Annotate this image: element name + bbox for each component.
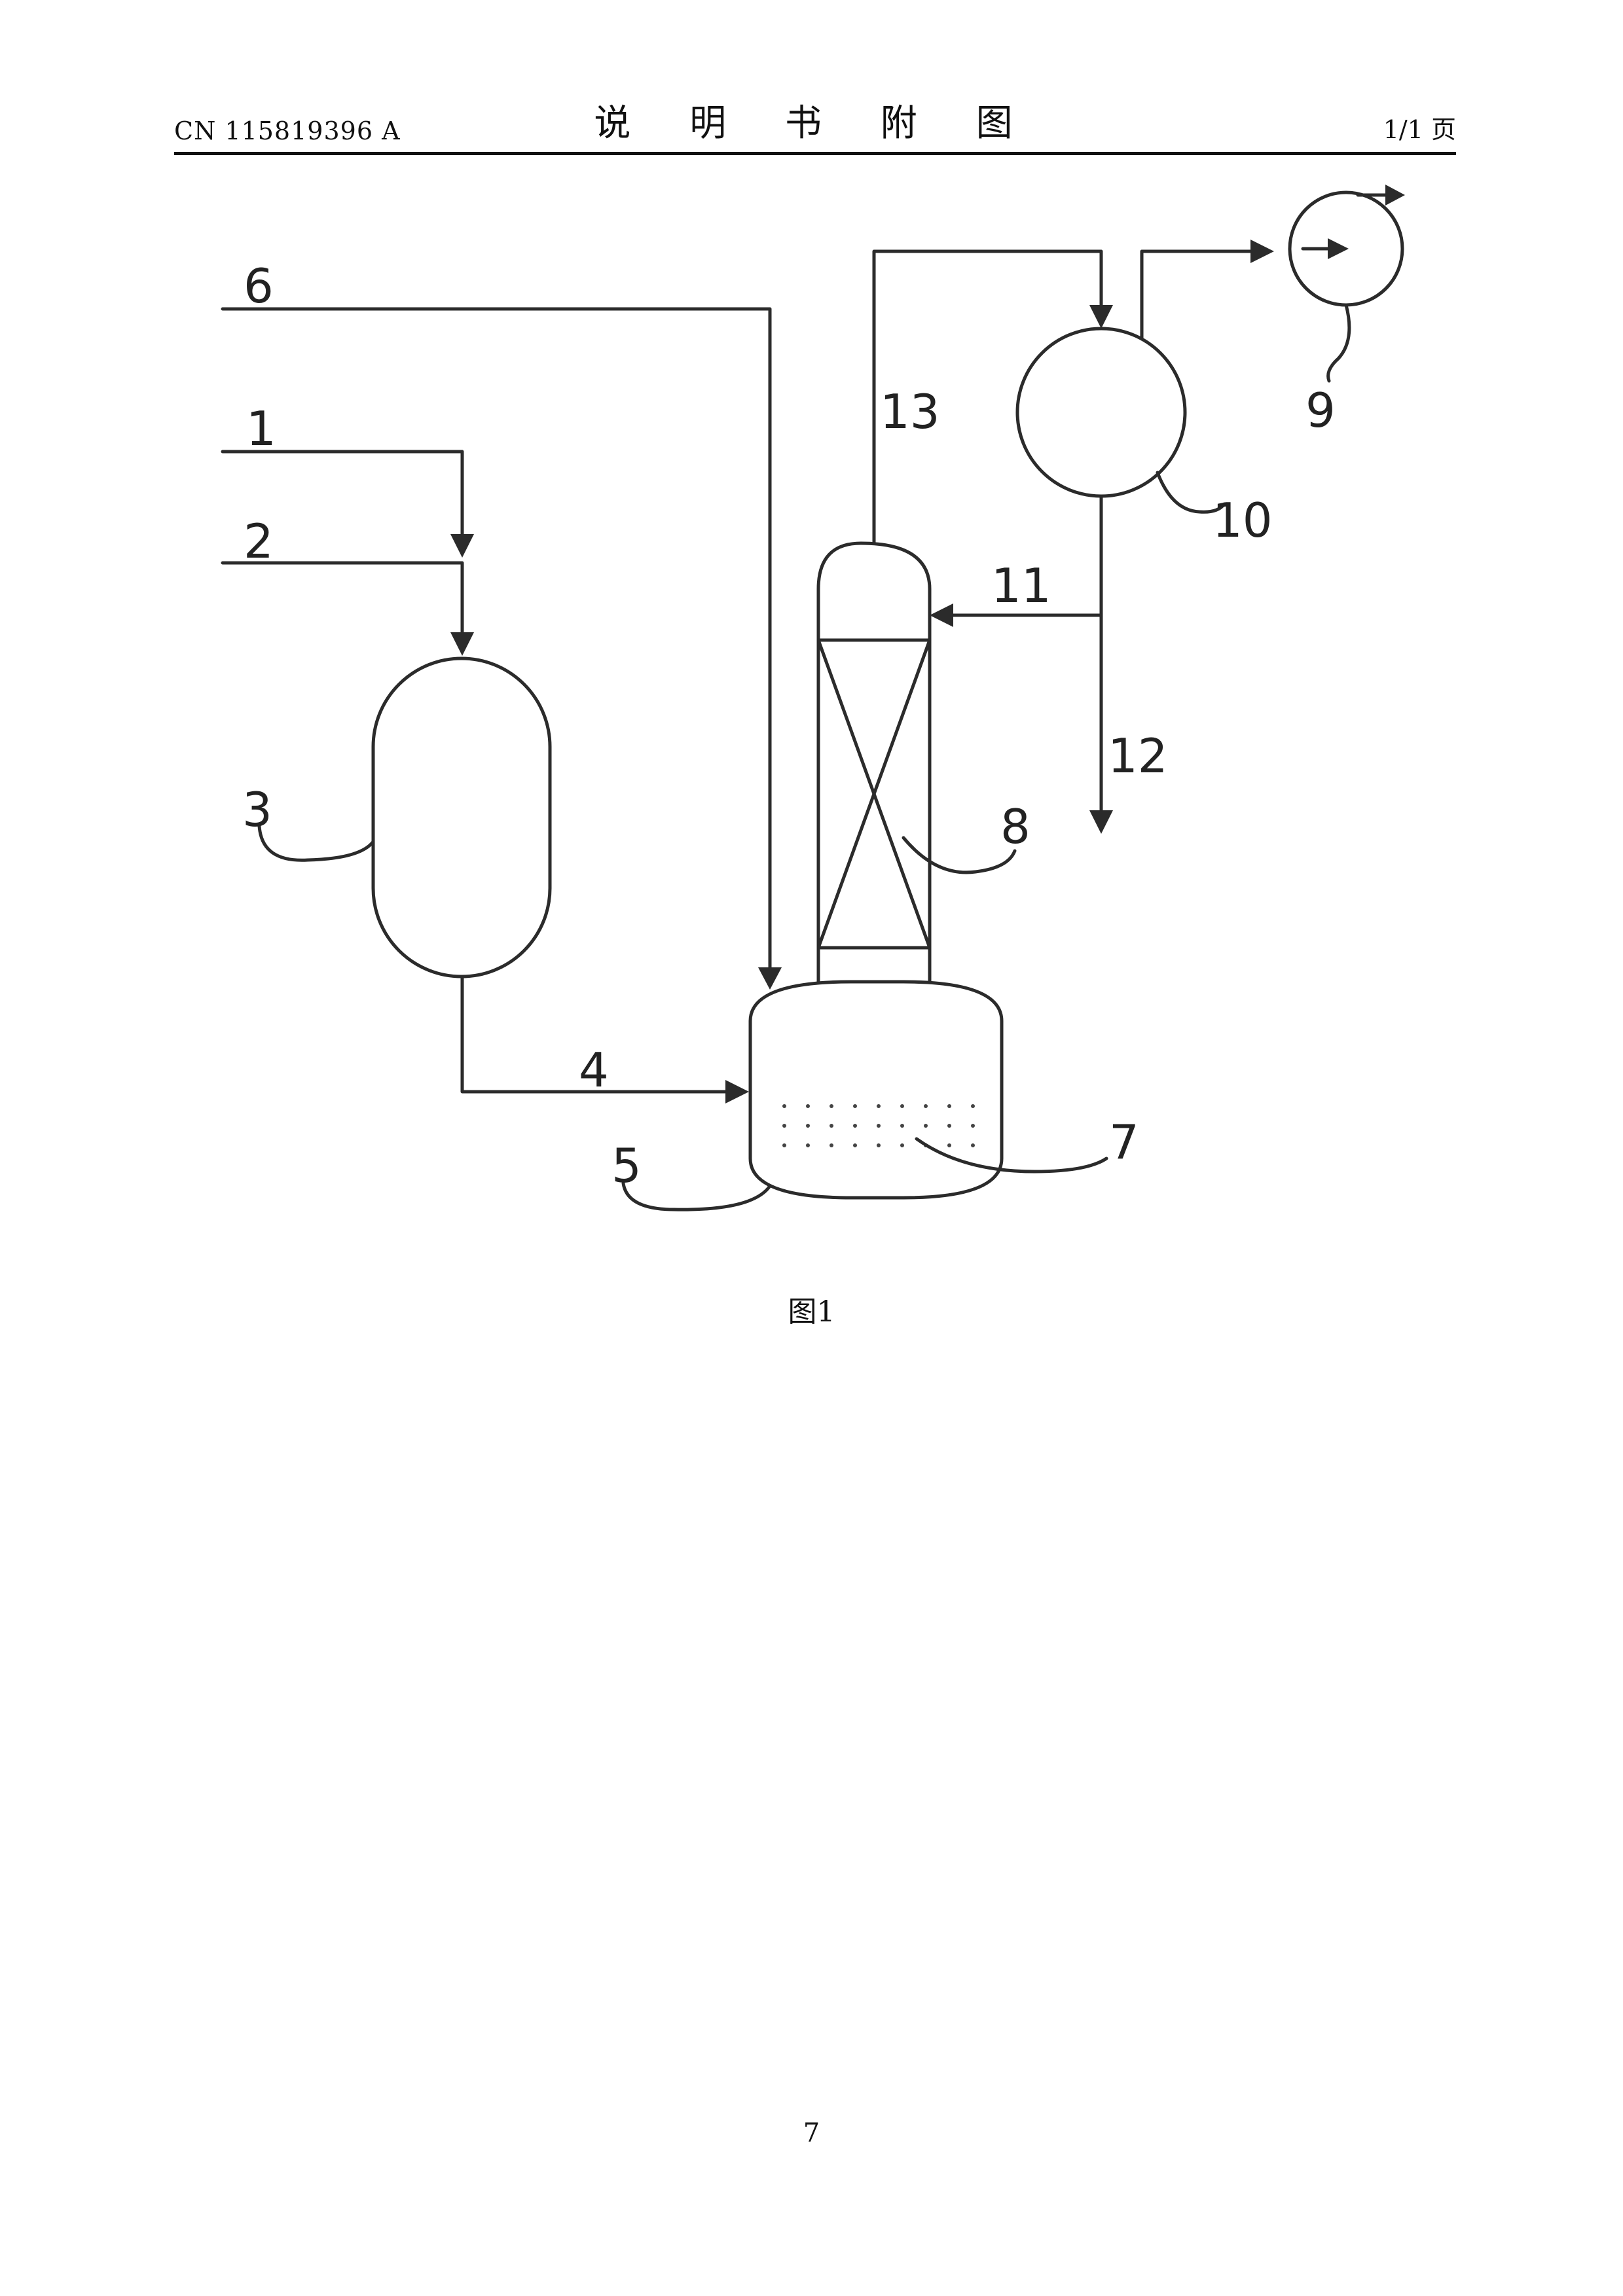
section-title: 说 明 书 附 图	[594, 102, 1036, 145]
label-13: 13	[880, 384, 940, 439]
vapor-line-arrow	[1250, 240, 1274, 263]
label-5: 5	[611, 1138, 642, 1193]
condenser-10	[1015, 327, 1187, 498]
page-header: CN 115819396 A 说 明 书 附 图 1/1 页	[174, 92, 1456, 155]
stream-1-arrow	[450, 534, 474, 558]
stream-6-line	[221, 307, 772, 976]
stream-4-line	[460, 975, 730, 1094]
stream-6-arrow	[758, 967, 782, 990]
stream-1-line	[221, 450, 464, 539]
page-number: 7	[803, 2118, 820, 2148]
pump-internal-arrow	[1328, 238, 1349, 259]
stream-11-arrow	[930, 603, 953, 627]
pump-outlet-arrow	[1385, 185, 1405, 206]
label-7: 7	[1109, 1115, 1139, 1170]
label-8: 8	[1000, 799, 1030, 854]
label-10: 10	[1213, 493, 1273, 548]
vapor-line-to-pump	[1140, 249, 1255, 341]
stream-2-line	[221, 561, 464, 637]
figure-caption: 图1	[788, 1295, 835, 1329]
reactor-5	[748, 980, 1004, 1200]
leader-10	[1156, 471, 1226, 514]
label-12: 12	[1108, 728, 1168, 783]
label-2: 2	[244, 514, 274, 569]
page-indicator: 1/1 页	[1383, 115, 1456, 144]
label-4: 4	[579, 1043, 609, 1098]
leader-8	[902, 836, 1017, 874]
leader-9	[1326, 303, 1351, 383]
label-6: 6	[244, 259, 274, 314]
stream-13-line	[872, 249, 1103, 545]
stream-12-arrow	[1089, 810, 1113, 834]
stream-4-arrow	[725, 1080, 749, 1103]
leader-5	[621, 1181, 772, 1211]
stream-13-arrow	[1089, 305, 1113, 329]
column-packing-cross-b	[816, 638, 932, 950]
label-9: 9	[1305, 383, 1336, 438]
catalyst-bed-7	[776, 1097, 986, 1160]
label-11: 11	[991, 558, 1051, 613]
label-3: 3	[242, 782, 272, 837]
leader-3	[257, 824, 375, 862]
column-8	[816, 541, 932, 984]
leader-7	[915, 1137, 1108, 1174]
patent-number: CN 115819396 A	[174, 117, 401, 145]
mixing-tank-3	[371, 656, 552, 978]
label-1: 1	[246, 401, 276, 456]
stream-2-arrow	[450, 632, 474, 656]
